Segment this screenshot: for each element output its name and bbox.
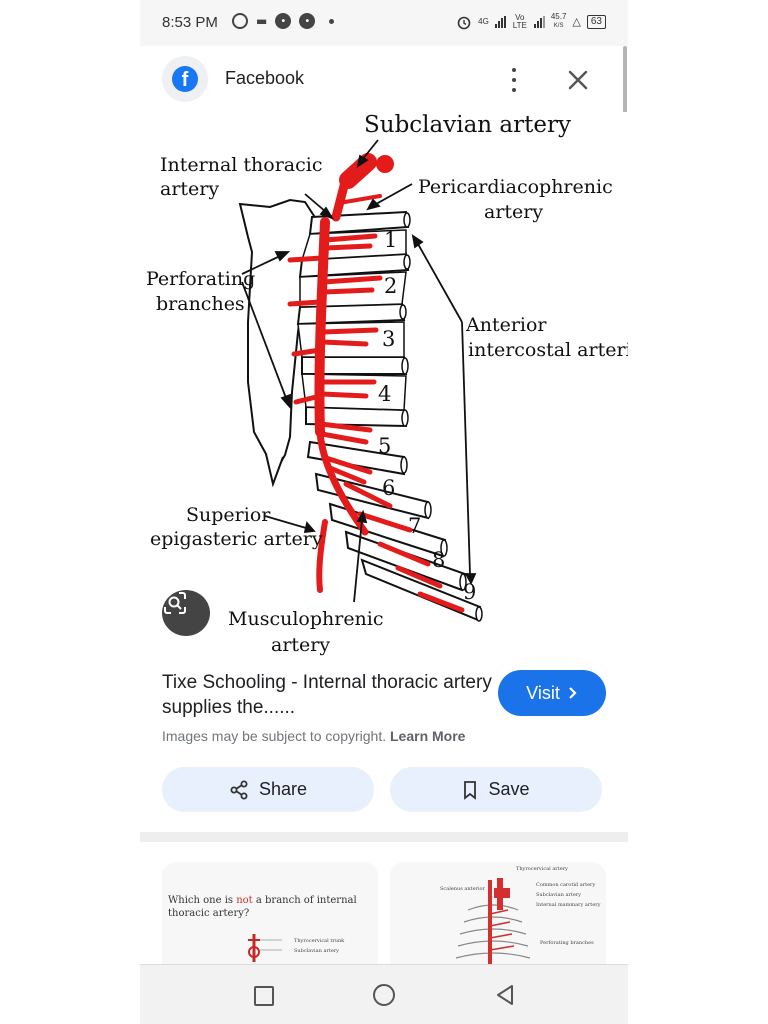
recent-apps-icon[interactable] xyxy=(254,986,274,1006)
rib-number-5: 5 xyxy=(378,434,392,458)
rib-number-8: 8 xyxy=(432,548,446,572)
system-navigation-bar xyxy=(140,964,628,1024)
label-pericardiacophrenic-2: artery xyxy=(484,201,544,223)
label-superior-2: epigasteric artery xyxy=(150,528,323,550)
label-anterior-1: Anterior xyxy=(466,314,547,336)
share-button[interactable]: Share xyxy=(162,767,374,812)
status-bar: 8:53 PM ▬ • • 4G Vo LTE 45.7 K/S △ 63 xyxy=(140,0,628,46)
battery-icon: 63 xyxy=(586,14,606,29)
label-subclavian: Subclavian artery xyxy=(364,112,571,138)
related-label-5: Common carotid artery xyxy=(536,882,596,888)
source-name[interactable]: Facebook xyxy=(225,68,305,88)
google-lens-button[interactable] xyxy=(162,590,210,636)
related-label-2: Subclavian artery xyxy=(294,948,339,954)
whatsapp-icon xyxy=(232,13,248,29)
volte-label: Vo LTE xyxy=(512,12,527,30)
phone-screen: 8:53 PM ▬ • • 4G Vo LTE 45.7 K/S △ 63 xyxy=(140,0,628,1024)
signal-icon xyxy=(494,15,506,28)
lens-search-icon xyxy=(164,592,186,614)
related-artery-thumbnail xyxy=(248,934,282,962)
data-speed: 45.7 K/S xyxy=(550,12,567,30)
label-perforating-1: Perforating xyxy=(146,268,256,290)
save-button[interactable]: Save xyxy=(390,767,602,812)
label-internal-thoracic-2: artery xyxy=(160,178,220,200)
status-indicators: 4G Vo LTE 45.7 K/S △ 63 xyxy=(456,13,606,30)
share-label: Share xyxy=(258,779,308,799)
image-viewer-header: f Facebook xyxy=(140,46,628,112)
home-icon[interactable] xyxy=(373,984,395,1006)
alarm-icon xyxy=(457,16,471,29)
label-internal-thoracic-1: Internal thoracic xyxy=(160,154,323,176)
learn-more-link[interactable]: Learn More xyxy=(390,728,466,744)
network-4g-label: 4G xyxy=(478,16,489,26)
chevron-right-icon xyxy=(569,687,577,699)
bookmark-icon xyxy=(464,780,477,800)
related-label-7: Internal mammary artery xyxy=(536,902,601,908)
label-musculophrenic-1: Musculophrenic xyxy=(228,608,384,630)
app-notification-icon: • xyxy=(275,13,292,29)
label-pericardiacophrenic-1: Pericardiacophrenic xyxy=(418,176,613,198)
related-label-4: Scalenus anterior xyxy=(440,886,485,892)
label-perforating-2: branches xyxy=(156,293,245,315)
related-ribcage-thumbnail xyxy=(455,878,531,964)
result-image[interactable]: Subclavian artery Internal thoracic arte… xyxy=(140,112,628,660)
related-label-8: Perforating branches xyxy=(540,940,594,946)
related-label-1: Thyrocervical trunk xyxy=(294,938,345,944)
rib-number-9: 9 xyxy=(463,580,477,604)
copyright-notice: Images may be subject to copyright. Lear… xyxy=(162,728,466,744)
section-divider xyxy=(140,832,628,842)
app-notification-icon-2: • xyxy=(299,13,316,29)
result-title[interactable]: Tixe Schooling - Internal thoracic arter… xyxy=(162,672,492,718)
visit-button[interactable]: Visit xyxy=(498,670,606,716)
save-label: Save xyxy=(488,779,530,799)
back-icon[interactable] xyxy=(495,984,515,1006)
label-anterior-2: intercostal arteries xyxy=(468,339,628,361)
related-image-card[interactable]: Thyrocervical artery Scalenus anterior C… xyxy=(390,862,606,964)
rib-number-1: 1 xyxy=(384,228,398,252)
related-image-card[interactable]: Which one is not a branch of internal th… xyxy=(162,862,378,964)
label-superior-1: Superior xyxy=(186,504,271,526)
rib-number-6: 6 xyxy=(382,476,396,500)
facebook-logo-icon: f xyxy=(172,66,198,92)
more-notifications-dot xyxy=(329,18,335,24)
rib-number-4: 4 xyxy=(378,382,392,406)
related-question-text: Which one is not a branch of internal th… xyxy=(168,895,357,919)
notification-icons: ▬ • • xyxy=(232,13,335,29)
game-controller-icon: ▬ xyxy=(256,14,268,28)
rib-number-2: 2 xyxy=(384,274,398,298)
thoracic-artery-diagram xyxy=(238,139,483,622)
close-icon[interactable] xyxy=(566,68,590,92)
rib-number-7: 7 xyxy=(408,514,422,538)
related-label-6: Subclavian artery xyxy=(536,892,581,898)
flask-icon: △ xyxy=(572,15,581,28)
share-icon xyxy=(230,780,248,799)
status-time: 8:53 PM xyxy=(162,14,218,31)
label-musculophrenic-2: artery xyxy=(271,634,331,656)
more-options-icon[interactable] xyxy=(506,68,522,92)
source-avatar[interactable]: f xyxy=(162,56,208,102)
signal-icon-2 xyxy=(533,15,545,28)
related-label-3: Thyrocervical artery xyxy=(516,866,568,872)
rib-number-3: 3 xyxy=(382,327,396,351)
visit-label: Visit xyxy=(526,682,560,703)
